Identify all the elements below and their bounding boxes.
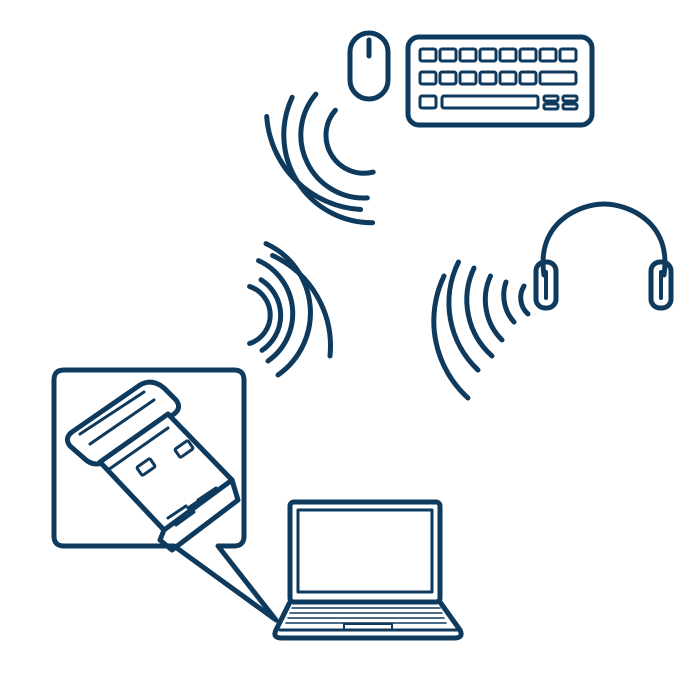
usb-dongle-icon — [64, 379, 241, 553]
headphones-signal — [431, 259, 531, 401]
headphones-icon — [533, 201, 674, 311]
keyboard-icon — [405, 34, 595, 128]
keyboard-mouse-signal — [264, 91, 376, 226]
laptop-signal — [247, 241, 333, 378]
laptop-icon — [272, 499, 464, 641]
mouse-icon — [347, 30, 391, 102]
